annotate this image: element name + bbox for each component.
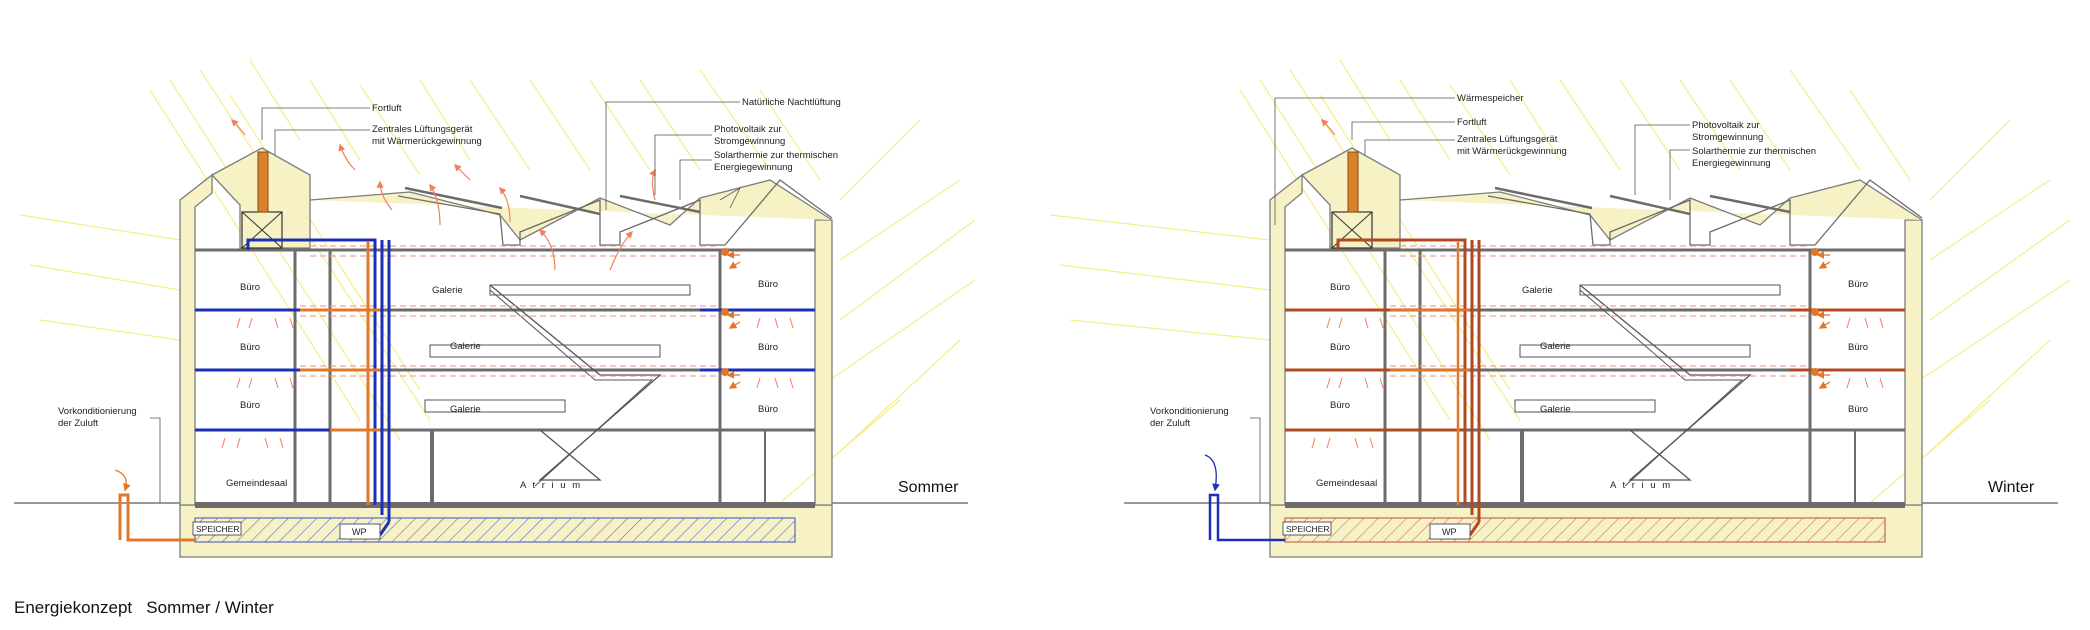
label-lueftung-2: mit Wärmerückgewinnung xyxy=(372,136,482,147)
building-section-winter xyxy=(1269,147,1923,558)
supply-air-arrows-winter xyxy=(1311,118,1884,449)
label-lueftung-2-winter: mit Wärmerückgewinnung xyxy=(1457,146,1567,157)
label-st-1-winter: Solarthermie zur thermischen xyxy=(1692,146,1816,157)
label-vork-2-winter: der Zuluft xyxy=(1150,418,1190,429)
label-atrium: A t r i u m xyxy=(520,480,582,491)
panel-summer: Fortluft Zentrales Lüftungsgerät mit Wär… xyxy=(14,59,976,558)
label-buero-4-winter: Büro xyxy=(1848,279,1868,290)
label-speicher-winter: SPEICHER xyxy=(1286,524,1329,534)
winter-labels: Wärmespeicher Fortluft Zentrales Lüftung… xyxy=(1150,93,1868,540)
label-buero-1-winter: Büro xyxy=(1330,282,1350,293)
pipe-network-warm xyxy=(1285,238,1905,536)
label-buero-4: Büro xyxy=(758,279,778,290)
label-gemeindesaal-winter: Gemeindesaal xyxy=(1316,478,1377,489)
pipe-network-cool xyxy=(195,238,815,536)
label-galerie-1-winter: Galerie xyxy=(1522,285,1553,296)
label-galerie-1: Galerie xyxy=(432,285,463,296)
label-galerie-3: Galerie xyxy=(450,404,481,415)
label-waermespeicher: Wärmespeicher xyxy=(1457,93,1524,104)
building-section xyxy=(179,147,833,558)
label-buero-2-winter: Büro xyxy=(1330,342,1350,353)
label-pv-1-winter: Photovoltaik zur xyxy=(1692,120,1760,131)
heat-circles-winter xyxy=(1811,248,1819,376)
heat-circles xyxy=(721,248,729,376)
label-buero-3: Büro xyxy=(240,400,260,411)
leader-lines-winter xyxy=(1250,97,1690,503)
label-st-2: Energiegewinnung xyxy=(714,162,793,173)
air-arrows xyxy=(230,118,656,271)
label-buero-5-winter: Büro xyxy=(1848,342,1868,353)
label-buero-2: Büro xyxy=(240,342,260,353)
label-pv-2-winter: Stromgewinnung xyxy=(1692,132,1763,143)
label-lueftung-1-winter: Zentrales Lüftungsgerät xyxy=(1457,134,1558,145)
pipe-network-winter-blue xyxy=(1204,454,1285,542)
pipe-network-winter-orange xyxy=(1390,242,1470,505)
label-lueftung-1: Zentrales Lüftungsgerät xyxy=(372,124,473,135)
label-nachtlueftung: Natürliche Nachtlüftung xyxy=(742,97,841,108)
label-buero-5: Büro xyxy=(758,342,778,353)
pipe-network-orange xyxy=(118,242,380,542)
label-pv-1: Photovoltaik zur xyxy=(714,124,782,135)
orange-heat-arrows-winter xyxy=(1816,251,1831,389)
label-buero-6: Büro xyxy=(758,404,778,415)
label-gemeindesaal: Gemeindesaal xyxy=(226,478,287,489)
figure-caption: Energiekonzept Sommer / Winter xyxy=(14,598,274,617)
sun-rays xyxy=(19,59,976,521)
label-pv-2: Stromgewinnung xyxy=(714,136,785,147)
label-fortluft: Fortluft xyxy=(372,103,402,114)
label-fortluft-winter: Fortluft xyxy=(1457,117,1487,128)
label-speicher: SPEICHER xyxy=(196,524,239,534)
panel-winter: Wärmespeicher Fortluft Zentrales Lüftung… xyxy=(1049,59,2071,558)
label-vork-1-winter: Vorkonditionierung xyxy=(1150,406,1229,417)
orange-heat-arrows xyxy=(114,251,741,492)
label-st-2-winter: Energiegewinnung xyxy=(1692,158,1771,169)
label-atrium-winter: A t r i u m xyxy=(1610,480,1672,491)
label-st-1: Solarthermie zur thermischen xyxy=(714,150,838,161)
season-label-winter: Winter xyxy=(1988,479,2035,496)
label-vork-2: der Zuluft xyxy=(58,418,98,429)
label-wp-winter: WP xyxy=(1442,527,1457,537)
supply-air-arrows xyxy=(221,317,794,449)
label-galerie-2-winter: Galerie xyxy=(1540,341,1571,352)
label-buero-6-winter: Büro xyxy=(1848,404,1868,415)
label-buero-1: Büro xyxy=(240,282,260,293)
summer-labels: Fortluft Zentrales Lüftungsgerät mit Wär… xyxy=(58,97,841,540)
label-vork-1: Vorkonditionierung xyxy=(58,406,137,417)
season-label-summer: Sommer xyxy=(898,479,959,496)
leader-lines xyxy=(150,101,741,503)
label-galerie-3-winter: Galerie xyxy=(1540,404,1571,415)
label-galerie-2: Galerie xyxy=(450,341,481,352)
label-wp: WP xyxy=(352,527,367,537)
label-buero-3-winter: Büro xyxy=(1330,400,1350,411)
